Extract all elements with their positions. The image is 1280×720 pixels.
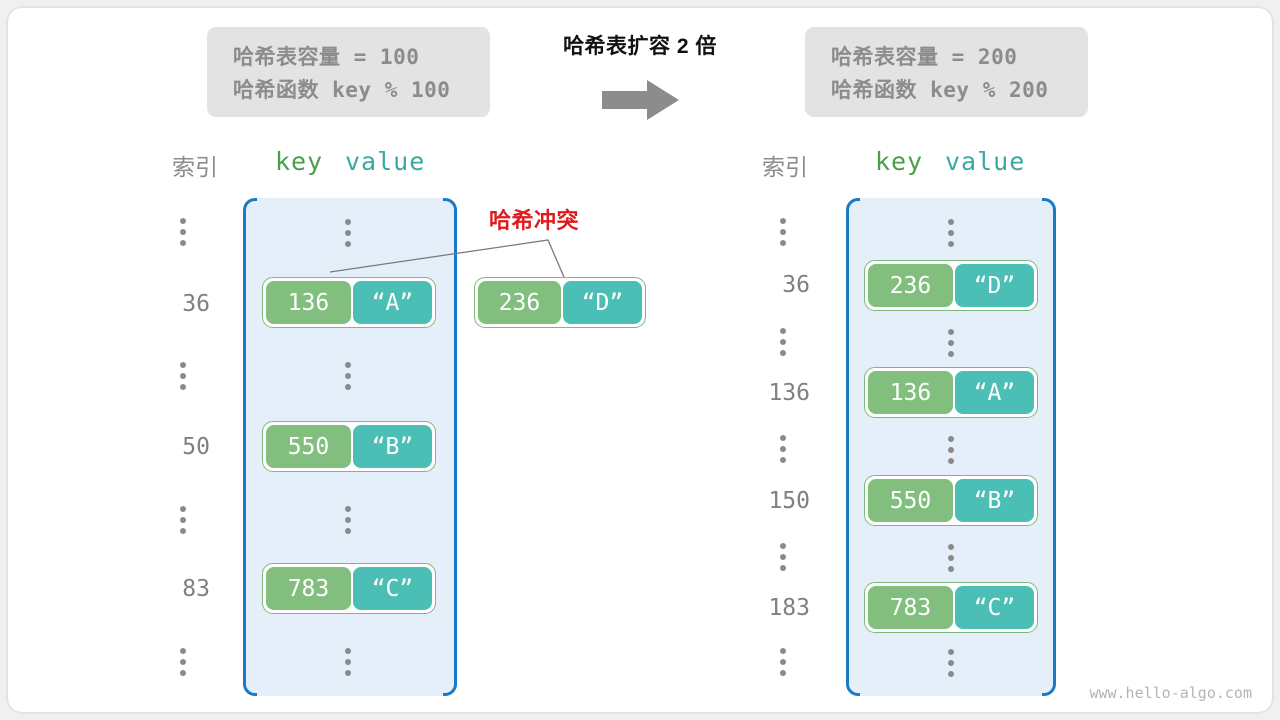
hash-function-line-after: 哈希函数 key % 200 xyxy=(831,77,1049,102)
right-row-ellipsis xyxy=(948,219,954,247)
right-row-key: 236 xyxy=(868,264,953,307)
right-row-index: 150 xyxy=(768,488,810,514)
watermark: www.hello-algo.com xyxy=(1089,684,1252,702)
right-header-index: 索引 xyxy=(762,155,808,181)
right-row-ellipsis xyxy=(948,544,954,572)
capacity-line-before: 哈希表容量 = 100 xyxy=(233,45,420,69)
right-row-index: 183 xyxy=(768,595,810,621)
left-row-index xyxy=(150,218,210,246)
right-header-key: key xyxy=(875,147,924,176)
left-row-value: “A” xyxy=(352,281,432,324)
right-row-ellipsis xyxy=(948,436,954,464)
right-row-ellipsis xyxy=(948,649,954,677)
hash-table-info-before: 哈希表容量 = 100 哈希函数 key % 100 xyxy=(207,27,490,117)
right-row-value: “B” xyxy=(954,479,1034,522)
left-row-ellipsis xyxy=(345,506,351,534)
right-row-index xyxy=(740,543,810,571)
left-row-index: 36 xyxy=(182,291,210,317)
right-row-value: “D” xyxy=(954,264,1034,307)
capacity-line-after: 哈希表容量 = 200 xyxy=(831,45,1018,69)
right-row-index: 36 xyxy=(782,272,810,298)
left-row-key: 783 xyxy=(266,567,351,610)
left-row-key: 550 xyxy=(266,425,351,468)
right-row-index xyxy=(740,218,810,246)
left-table-row: 550 “B” xyxy=(262,421,436,472)
left-table-row: 136 “A” xyxy=(262,277,436,328)
right-row-key: 136 xyxy=(868,371,953,414)
left-row-index: 50 xyxy=(182,434,210,460)
left-header-index: 索引 xyxy=(172,155,218,181)
left-row-index: 83 xyxy=(182,576,210,602)
left-row-value: “B” xyxy=(352,425,432,468)
right-row-key: 550 xyxy=(868,479,953,522)
left-row-index xyxy=(150,648,210,676)
right-row-index xyxy=(740,435,810,463)
left-header-key: key xyxy=(275,147,324,176)
colliding-entry-value: “D” xyxy=(562,281,642,324)
left-row-ellipsis xyxy=(345,362,351,390)
right-table-row: 136 “A” xyxy=(864,367,1038,418)
right-row-value: “A” xyxy=(954,371,1034,414)
right-table-row: 783 “C” xyxy=(864,582,1038,633)
colliding-entry-pair: 236 “D” xyxy=(474,277,646,328)
right-header-value: value xyxy=(945,147,1026,176)
hash-table-info-after: 哈希表容量 = 200 哈希函数 key % 200 xyxy=(805,27,1088,117)
colliding-entry-key: 236 xyxy=(478,281,561,324)
diagram-card xyxy=(8,8,1272,712)
right-row-value: “C” xyxy=(954,586,1034,629)
right-table-row: 236 “D” xyxy=(864,260,1038,311)
left-row-index xyxy=(150,362,210,390)
right-row-key: 783 xyxy=(868,586,953,629)
right-row-index: 136 xyxy=(768,380,810,406)
right-table-row: 550 “B” xyxy=(864,475,1038,526)
left-row-value: “C” xyxy=(352,567,432,610)
right-row-ellipsis xyxy=(948,329,954,357)
left-row-ellipsis xyxy=(345,219,351,247)
resize-caption: 哈希表扩容 2 倍 xyxy=(563,35,717,58)
left-row-key: 136 xyxy=(266,281,351,324)
collision-annotation-label: 哈希冲突 xyxy=(489,208,580,233)
right-row-index xyxy=(740,648,810,676)
left-row-index xyxy=(150,506,210,534)
right-row-index xyxy=(740,328,810,356)
left-table-row: 783 “C” xyxy=(262,563,436,614)
hash-function-line-before: 哈希函数 key % 100 xyxy=(233,77,451,102)
left-row-ellipsis xyxy=(345,648,351,676)
right-arrow-icon xyxy=(602,78,680,127)
left-header-value: value xyxy=(345,147,426,176)
